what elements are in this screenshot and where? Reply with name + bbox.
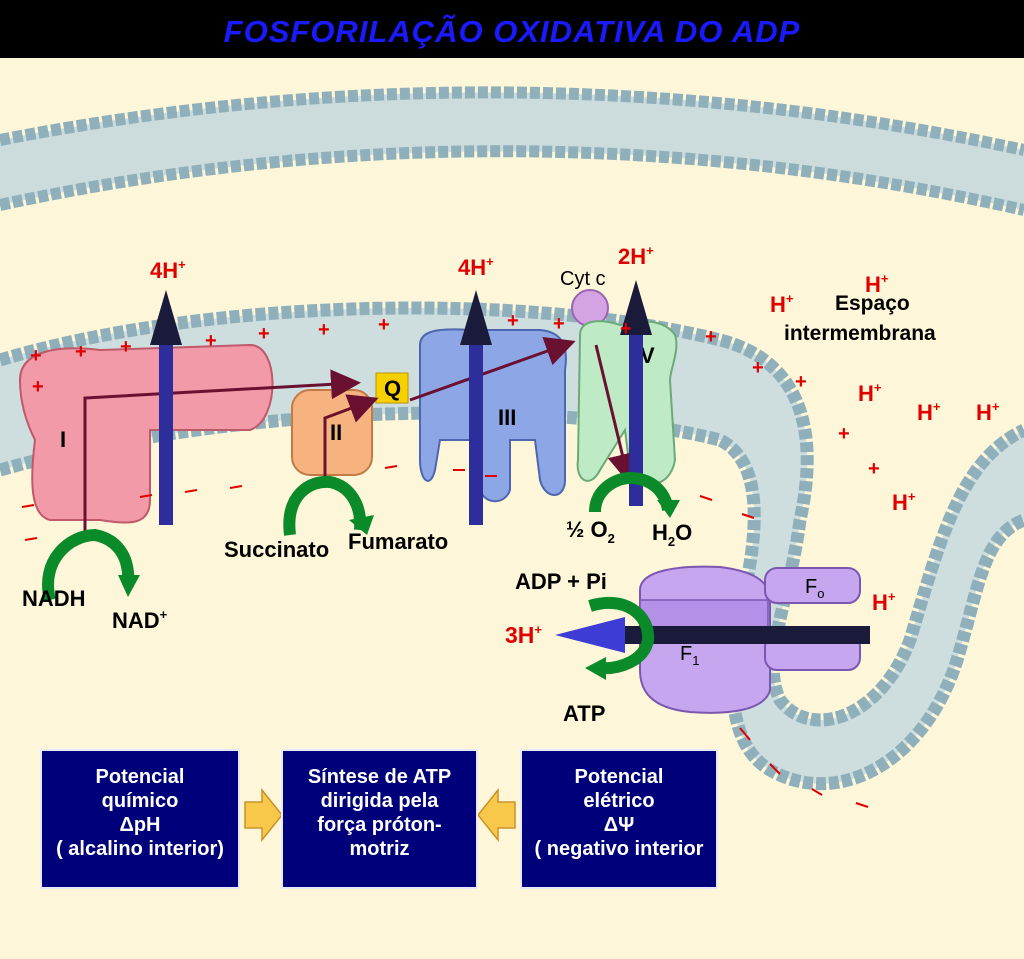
box-right-line-2: elétrico — [583, 790, 655, 812]
h2o-label: H2O — [652, 520, 692, 549]
diagram-stage: FOSFORILAÇÃO OXIDATIVA DO ADP — [0, 0, 1024, 889]
box-right-line-3: ΔΨ — [603, 814, 635, 836]
fo-label: Fo — [805, 576, 824, 601]
box-left-line-4: ( alcalino interior) — [56, 838, 224, 860]
h-label-7: H+ — [872, 589, 896, 615]
svg-text:+: + — [752, 357, 764, 379]
h-label-3: H+ — [858, 380, 882, 406]
h-label-4: H+ — [917, 399, 941, 425]
svg-text:+: + — [258, 323, 270, 345]
espaco-label-2: intermembrana — [784, 322, 936, 345]
green-arrows — [42, 471, 680, 680]
complex-i-label: I — [60, 427, 66, 452]
svg-text:+: + — [553, 313, 565, 335]
h4-left-label: 4H+ — [150, 257, 186, 283]
box-left-line-1: Potencial — [95, 766, 185, 788]
svg-text:+: + — [30, 345, 42, 367]
complex-i: I — [18, 343, 274, 524]
nad-label: NAD+ — [112, 607, 168, 633]
box-right-line-4: ( negativo interior — [534, 838, 704, 860]
outer-membrane — [0, 86, 1024, 216]
svg-text:+: + — [868, 458, 880, 480]
svg-text:+: + — [620, 318, 632, 340]
svg-text:+: + — [32, 376, 44, 398]
svg-text:+: + — [318, 319, 330, 341]
box-center-line-2: dirigida pela — [320, 790, 439, 812]
complex-v-label: V — [640, 343, 655, 368]
electric-potential-box: Potencial elétrico ΔΨ ( negativo interio… — [520, 749, 718, 889]
page-title: FOSFORILAÇÃO OXIDATIVA DO ADP — [223, 14, 801, 49]
q-label: Q — [384, 376, 401, 401]
svg-text:+: + — [838, 423, 850, 445]
h-label-5: H+ — [976, 399, 1000, 425]
box-center-line-1: Síntese de ATP — [307, 766, 452, 788]
svg-text:+: + — [705, 326, 717, 348]
svg-text:+: + — [507, 310, 519, 332]
proton-labels: 4H+ 4H+ 2H+ H+ H+ H+ H+ H+ H+ H+ 3H+ — [150, 243, 1000, 648]
charge-signs: + + + + + + + + + + + + + + + + — [30, 310, 880, 480]
half-o2-label: ½ O2 — [566, 517, 615, 546]
succinato-label: Succinato — [224, 537, 329, 562]
h-label-1: H+ — [865, 271, 889, 297]
f1-label: F1 — [680, 643, 699, 668]
complex-ii: II — [291, 389, 373, 476]
cytc-label: Cyt c — [560, 268, 606, 290]
h3-label: 3H+ — [505, 622, 542, 648]
electron-path — [83, 336, 637, 540]
pathway-labels: Espaço intermembrana NADH NAD+ Succinato… — [22, 292, 936, 726]
box-left-line-3: ΔpH — [119, 814, 161, 836]
adp-pi-label: ADP + Pi — [515, 569, 607, 594]
atp-synthesis-box: Síntese de ATP dirigida pela força próto… — [281, 749, 478, 889]
proton-arrows — [150, 280, 870, 653]
box-arrows — [244, 787, 516, 843]
minus-signs — [21, 465, 869, 808]
complex-iii-label: III — [498, 405, 516, 430]
svg-text:+: + — [75, 341, 87, 363]
svg-text:+: + — [120, 336, 132, 358]
complex-ii-label: II — [330, 420, 342, 445]
espaco-label-1: Espaço — [835, 292, 910, 315]
atp-label: ATP — [563, 701, 605, 726]
chemical-potential-box: Potencial químico ΔpH ( alcalino interio… — [40, 749, 240, 889]
nadh-label: NADH — [22, 586, 86, 611]
box-left-line-2: químico — [101, 790, 179, 812]
svg-text:+: + — [378, 314, 390, 336]
ubiquinone: Q — [375, 372, 409, 404]
fumarato-label: Fumarato — [348, 529, 448, 554]
box-right-line-1: Potencial — [574, 766, 664, 788]
title-bar — [0, 0, 1024, 58]
h2-label: 2H+ — [618, 243, 654, 269]
box-center-line-4: motriz — [349, 838, 410, 860]
h4-mid-label: 4H+ — [458, 254, 494, 280]
box-center-line-3: força próton- — [317, 814, 442, 836]
h-label-2: H+ — [770, 291, 794, 317]
h-label-6: H+ — [892, 489, 916, 515]
svg-text:+: + — [205, 330, 217, 352]
svg-text:+: + — [795, 371, 807, 393]
complex-v: V — [576, 320, 678, 485]
